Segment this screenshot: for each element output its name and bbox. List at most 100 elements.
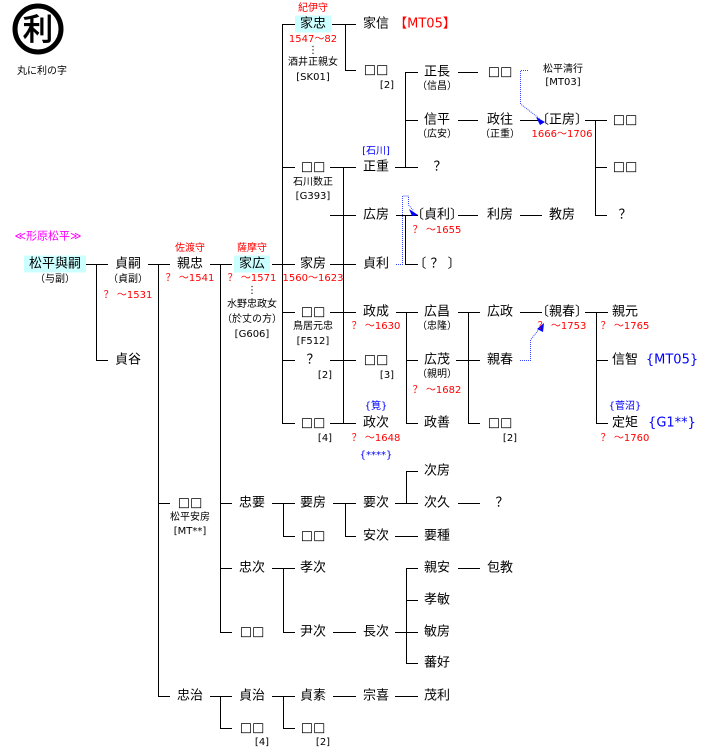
date-or-title: 1547～82 [288,34,338,45]
person-name: 要種 [423,528,451,544]
person-name: 定矩 [611,415,639,431]
person-name: ？ [495,495,509,511]
note-text: [2] [317,370,333,381]
note-text: 松平清行 [543,64,583,75]
person-name: 〔 ？ 〕 [413,256,461,272]
person-name: 貞利 [362,256,390,272]
note-text: [4] [317,433,333,444]
date-or-title: ？ ～1760 [600,433,650,444]
highlighted-person-name: 家広 [233,255,271,273]
person-name: □□ [177,495,203,511]
note-text: （信昌） [417,81,457,92]
person-name: □□ [487,64,513,80]
note-text: [G393] [295,191,331,202]
date-or-title: ？ ～1765 [600,321,650,332]
person-name: 家房 [299,256,327,272]
person-name: 茂利 [423,688,451,704]
lineage-title: ≪形原松平≫ [14,229,82,243]
date-or-title: ？ ～1531 [103,290,153,301]
note-text: [2] [315,737,331,748]
note-text: （正重） [480,129,520,140]
person-name: 〔正房〕 [535,112,589,128]
person-name: □□ [300,304,326,320]
person-name: □□ [487,415,513,431]
arrowhead-icon [536,117,545,125]
clan-note: {筧} [364,401,388,412]
person-name: □□ [300,720,326,736]
note-text: [3] [379,370,395,381]
person-name: □□ [363,352,389,368]
note-text: 酒井正親女 [288,57,338,68]
person-name: 広房 [362,207,390,223]
note-text: （於丈の方） [222,314,282,325]
date-or-title: 紀伊守 [298,3,328,14]
person-name: 政次 [362,415,390,431]
person-name: 貞素 [299,688,327,704]
note-text: ⋮ [247,285,257,296]
date-or-title: ？ ～1655 [412,225,462,236]
person-name: 〔貞利〕 [410,207,464,223]
reference-code: 【MT05】 [394,16,456,32]
date-or-title: ？ ～1630 [351,321,401,332]
note-text: [F512] [296,336,330,347]
person-name: 蕃好 [423,655,451,671]
person-name: 宗喜 [362,688,390,704]
clan-note: {菅沼} [608,401,642,412]
person-name: 要房 [299,495,327,511]
person-name: 正長 [423,64,451,80]
person-name: 包教 [486,560,514,576]
reference-code: {G1**} [648,415,696,431]
person-name: ？ [618,207,632,223]
person-name: □□ [239,624,265,640]
note-text: （親明） [417,369,457,380]
person-name: 次房 [423,463,451,479]
family-crest-logo: 利 [12,3,64,55]
date-or-title: 薩摩守 [237,243,267,254]
date-or-title: ？ ～1648 [351,433,401,444]
person-name: 〔親春〕 [535,304,589,320]
person-name: □□ [300,415,326,431]
person-name: 親忠 [176,256,204,272]
adoption-arrows [396,70,541,361]
person-name: 忠要 [238,495,266,511]
person-name: 家信 [362,16,390,32]
clan-note: {****} [359,450,393,461]
lineage-connectors [85,24,608,729]
note-text: 石川数正 [293,177,333,188]
person-name: 政往 [486,112,514,128]
person-name: 忠次 [238,560,266,576]
note-text: （広安） [417,129,457,140]
note-text: [SK01] [296,72,330,83]
person-name: 貞谷 [114,352,142,368]
person-name: □□ [363,62,389,78]
clan-note: [石川] [362,146,390,157]
note-text: （貞副） [108,274,148,285]
date-or-title: ？ ～1753 [537,321,587,332]
person-name: 政善 [423,415,451,431]
person-name: 信智 [611,352,639,368]
person-name: □□ [300,528,326,544]
date-or-title: 佐渡守 [175,243,205,254]
person-name: 忠治 [176,688,204,704]
person-name: □□ [300,159,326,175]
note-text: （忠隆） [417,321,457,332]
note-text: [MT03] [545,77,581,88]
person-name: 尹次 [299,624,327,640]
person-name: 貞嗣 [114,256,142,272]
person-name: 長次 [362,624,390,640]
person-name: 広政 [486,304,514,320]
note-text: （与副） [35,274,75,285]
date-or-title: 1560～1623 [282,273,344,284]
date-or-title: ？ ～1571 [227,273,277,284]
person-name: 親春 [486,352,514,368]
person-name: 敏房 [423,624,451,640]
arrowhead-icon [537,323,544,332]
note-text: [4] [254,737,270,748]
person-name: 教房 [548,207,576,223]
person-name: 孝次 [299,560,327,576]
person-name: 親安 [423,560,451,576]
person-name: □□ [239,720,265,736]
person-name: 政成 [362,304,390,320]
highlighted-person-name: 松平與嗣 [23,255,87,273]
person-name: □□ [612,112,638,128]
